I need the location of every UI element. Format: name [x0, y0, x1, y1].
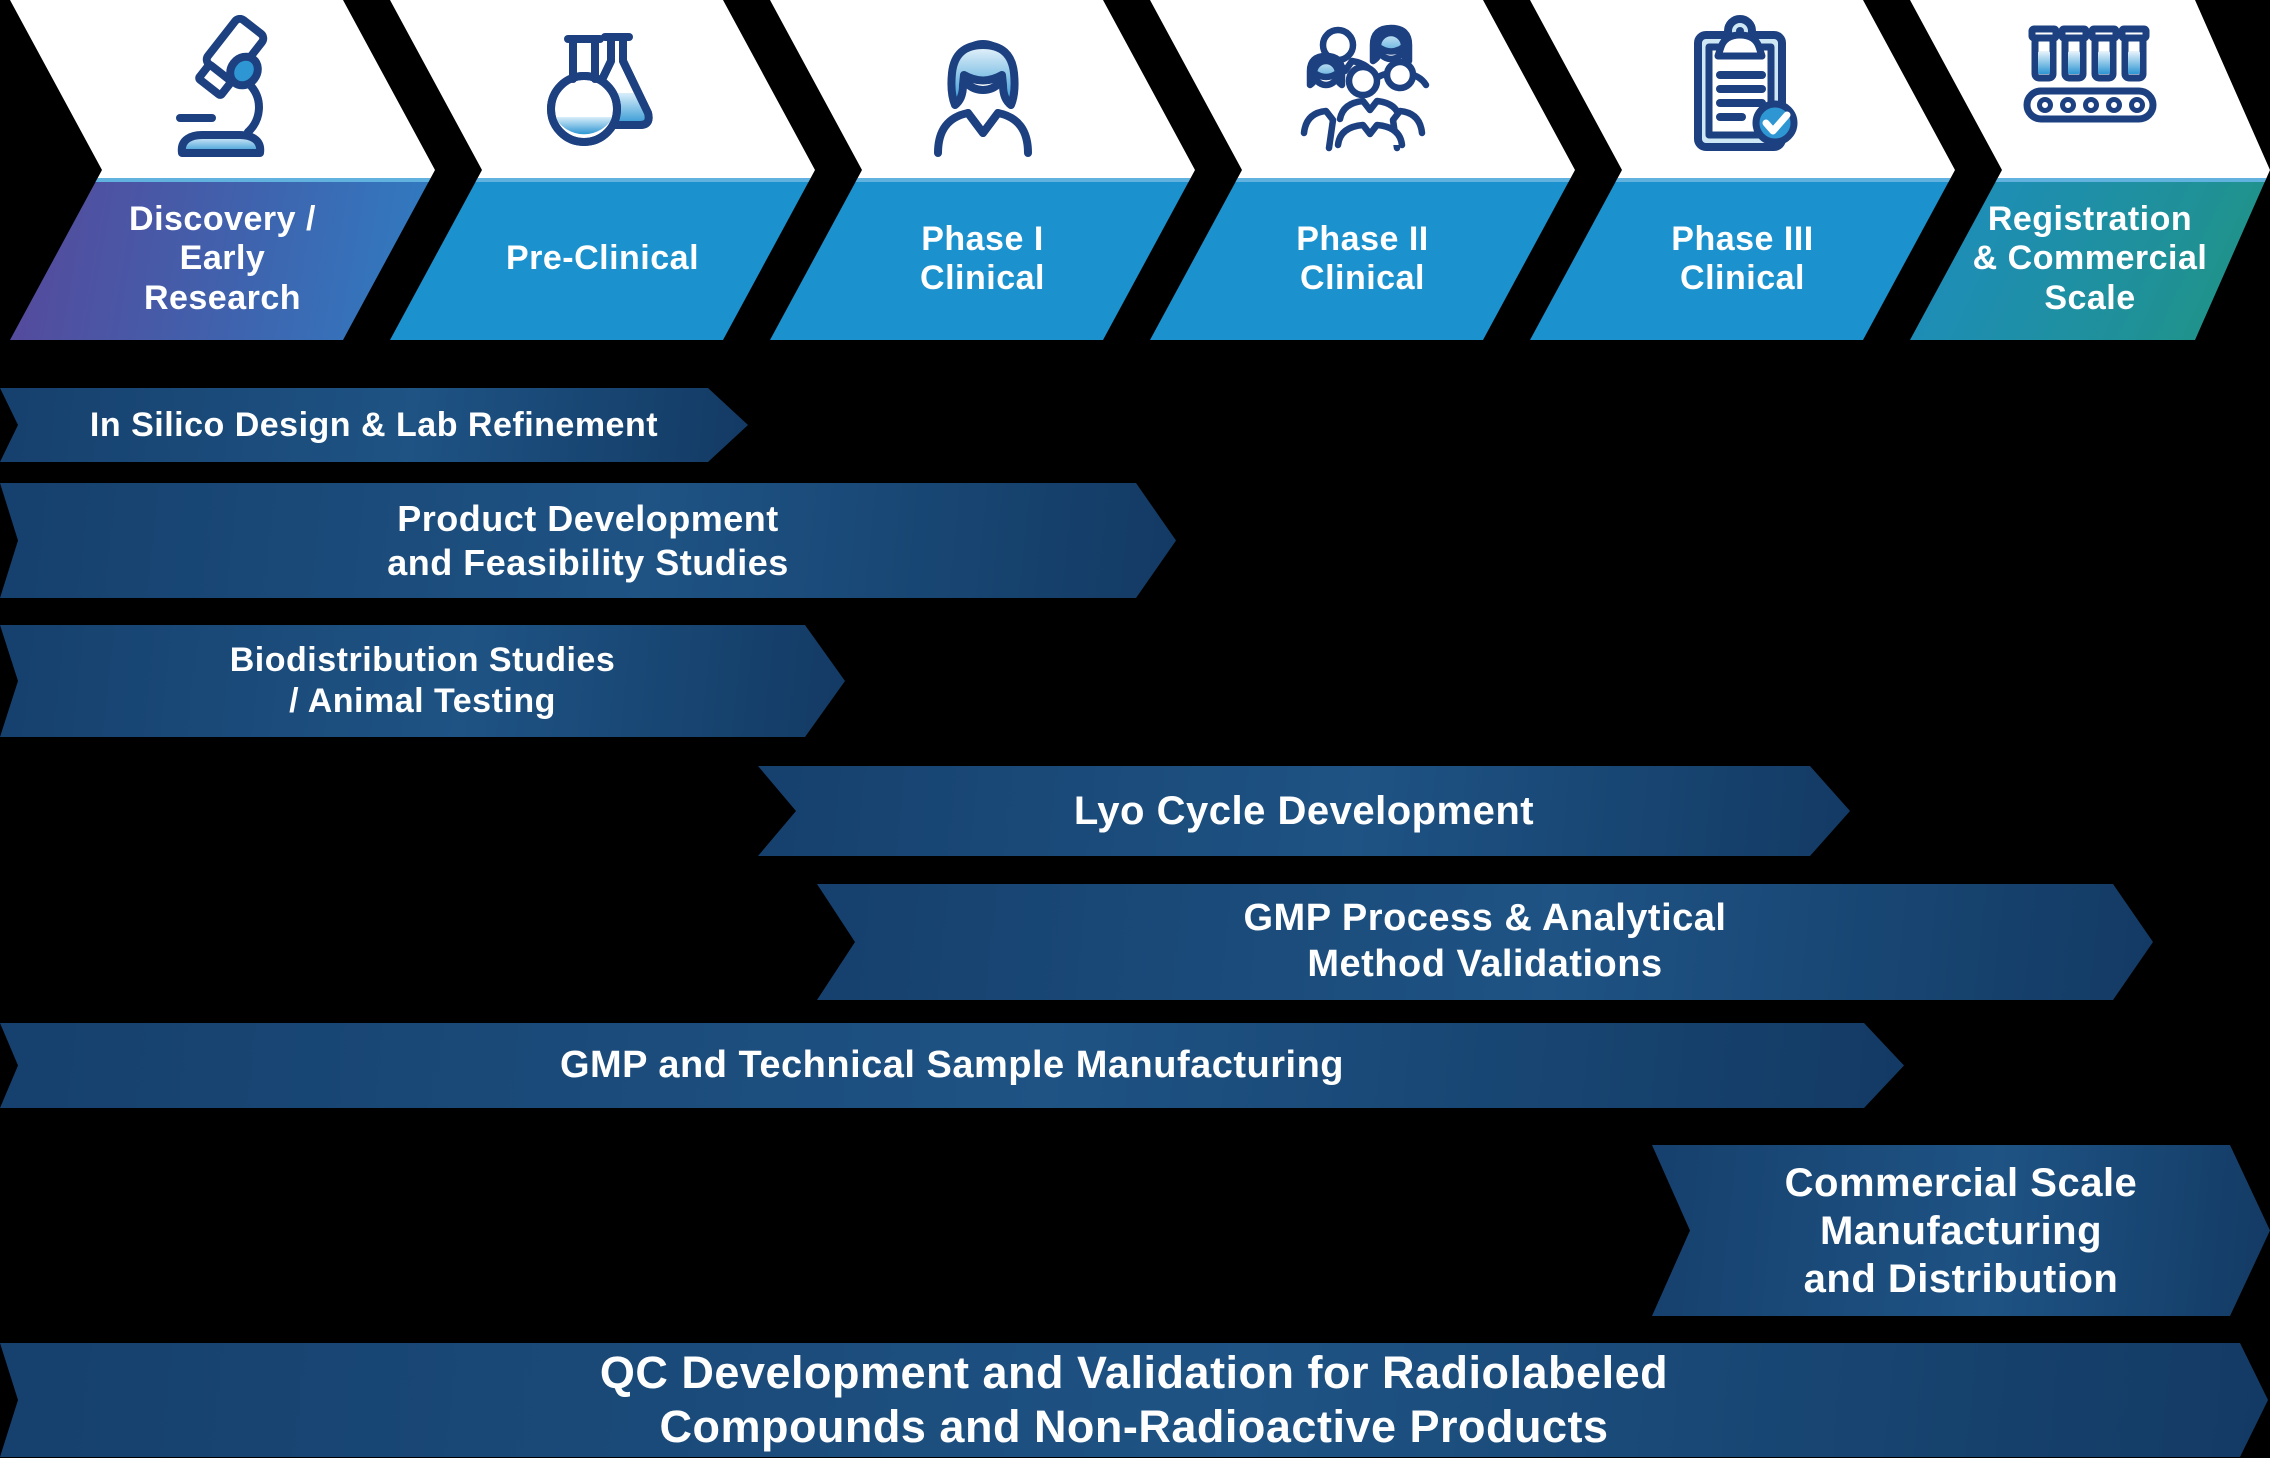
- stage-icon-area: [1910, 0, 2270, 178]
- bar-product-development: Product Development and Feasibility Stud…: [0, 483, 1176, 598]
- stage-label: Phase II Clinical: [1296, 219, 1429, 297]
- bar-lyo-cycle: Lyo Cycle Development: [758, 766, 1850, 856]
- bar-label: Product Development and Feasibility Stud…: [387, 498, 789, 583]
- stage-phase-1: Phase I Clinical: [770, 0, 1195, 340]
- stage-label: Pre-Clinical: [505, 239, 700, 278]
- microscope-icon: [133, 15, 313, 170]
- stage-label-band: Pre-Clinical: [390, 178, 815, 340]
- stage-label: Registration & Commercial Scale: [1972, 199, 2208, 317]
- person-icon: [893, 15, 1073, 170]
- vials-conveyor-icon: [2005, 15, 2175, 170]
- bar-gmp-validations: GMP Process & Analytical Method Validati…: [817, 884, 2153, 1000]
- bar-label: In Silico Design & Lab Refinement: [89, 405, 659, 444]
- stage-label-band: Phase II Clinical: [1150, 178, 1575, 340]
- bar-label: Lyo Cycle Development: [1073, 789, 1535, 833]
- bar-commercial-scale: Commercial Scale Manufacturing and Distr…: [1652, 1145, 2270, 1316]
- bar-biodistribution: Biodistribution Studies / Animal Testing: [0, 625, 845, 737]
- stage-label-band: Phase III Clinical: [1530, 178, 1955, 340]
- people-group-icon: [1273, 15, 1453, 170]
- bar-label: Biodistribution Studies / Animal Testing: [229, 641, 616, 720]
- stage-icon-area: [390, 0, 815, 178]
- clipboard-check-icon: [1653, 15, 1833, 170]
- stage-icon-area: [10, 0, 435, 178]
- stage-icon-area: [1530, 0, 1955, 178]
- bar-label: GMP Process & Analytical Method Validati…: [1243, 897, 1727, 985]
- stage-icon-area: [770, 0, 1195, 178]
- bar-in-silico: In Silico Design & Lab Refinement: [0, 388, 748, 462]
- stage-icon-area: [1150, 0, 1575, 178]
- stage-label-band: Registration & Commercial Scale: [1910, 178, 2270, 340]
- bar-label: Commercial Scale Manufacturing and Distr…: [1784, 1160, 2138, 1301]
- stage-registration: Registration & Commercial Scale: [1910, 0, 2270, 340]
- flasks-icon: [513, 15, 693, 170]
- stage-pre-clinical: Pre-Clinical: [390, 0, 815, 340]
- bar-label: QC Development and Validation for Radiol…: [599, 1347, 1669, 1452]
- stage-label: Discovery / Early Research: [129, 199, 316, 317]
- stage-discovery: Discovery / Early Research: [10, 0, 435, 340]
- stage-phase-2: Phase II Clinical: [1150, 0, 1575, 340]
- bar-label: GMP and Technical Sample Manufacturing: [559, 1043, 1345, 1086]
- stage-label-band: Phase I Clinical: [770, 178, 1195, 340]
- stage-label: Phase I Clinical: [920, 219, 1045, 297]
- bar-qc-development: QC Development and Validation for Radiol…: [0, 1343, 2268, 1457]
- bar-gmp-sample-manufacturing: GMP and Technical Sample Manufacturing: [0, 1023, 1904, 1108]
- stage-label: Phase III Clinical: [1671, 219, 1814, 297]
- stage-phase-3: Phase III Clinical: [1530, 0, 1955, 340]
- stage-label-band: Discovery / Early Research: [10, 178, 435, 340]
